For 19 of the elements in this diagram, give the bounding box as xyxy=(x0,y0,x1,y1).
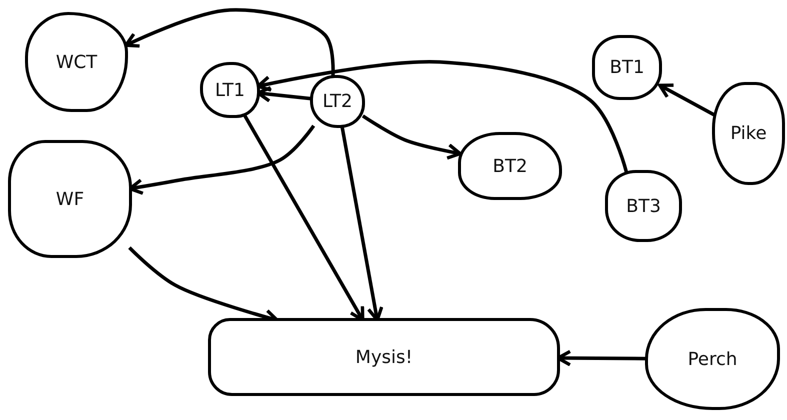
blob-node xyxy=(605,170,682,242)
node-label: Perch xyxy=(688,348,738,370)
blob-node xyxy=(592,35,662,100)
blob-node xyxy=(8,140,132,258)
blob-node xyxy=(310,75,365,128)
node-label: WCT xyxy=(56,52,98,72)
blob-node xyxy=(200,62,260,118)
node-label: LT2 xyxy=(322,91,352,112)
node-label: BT2 xyxy=(492,156,528,176)
blob-node xyxy=(458,132,562,200)
node-label: WF xyxy=(56,188,84,210)
blob-node xyxy=(208,318,560,396)
node-label: BT3 xyxy=(626,196,661,216)
node-label: BT1 xyxy=(610,57,644,78)
node-label: Mysis! xyxy=(355,346,413,368)
node-label: LT1 xyxy=(215,80,245,100)
arrow xyxy=(362,114,462,160)
node-label: Pike xyxy=(730,123,767,144)
arrow xyxy=(124,8,335,78)
